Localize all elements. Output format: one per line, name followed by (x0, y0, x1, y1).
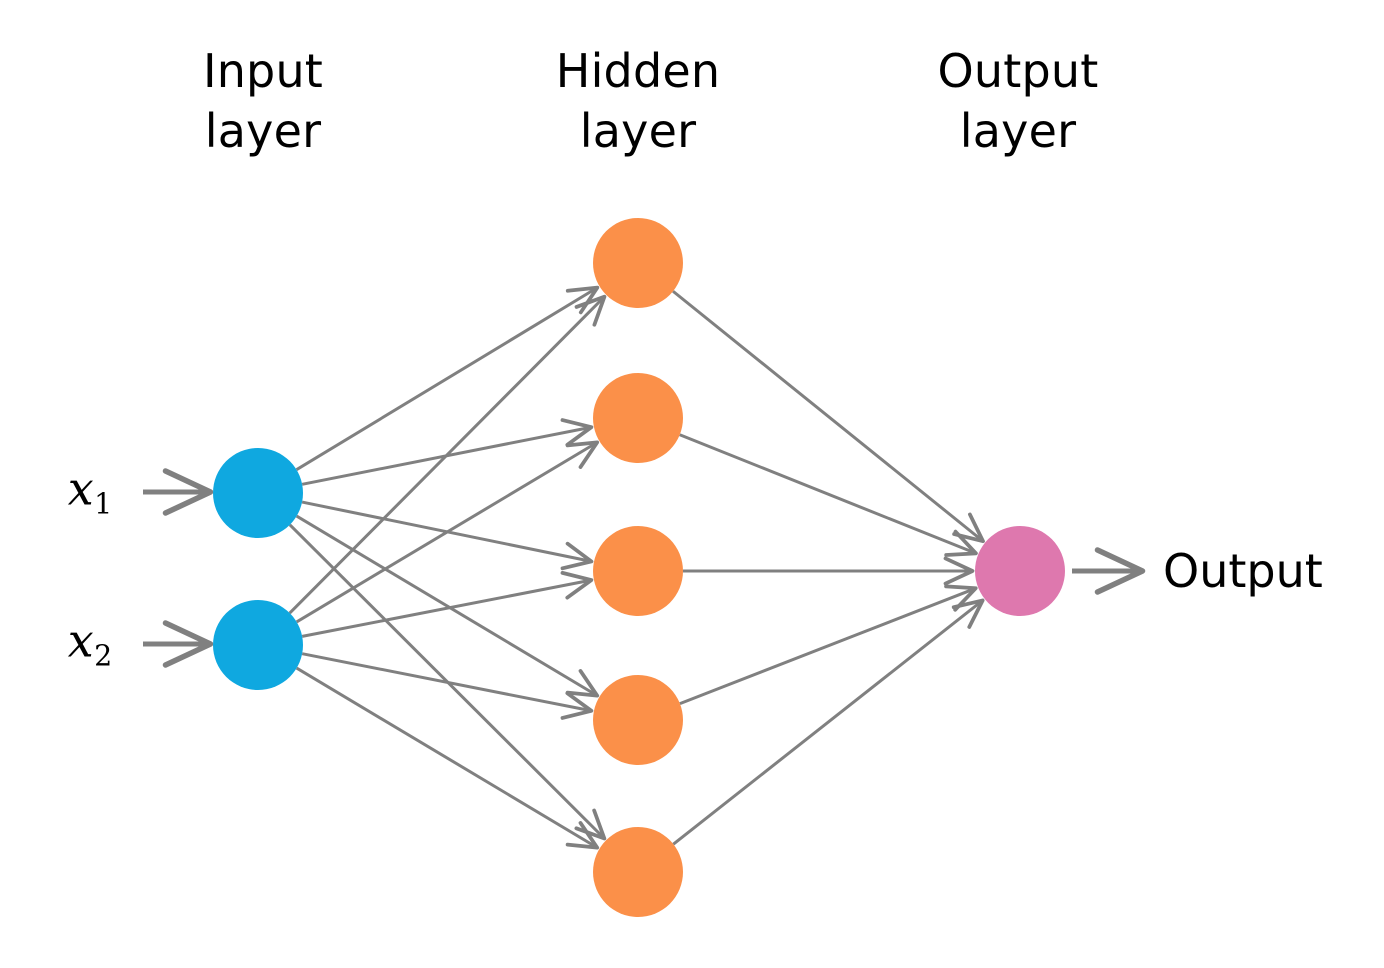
layer-title-hidden-line2: layer (579, 103, 697, 158)
edge-hidden4-output (679, 584, 978, 706)
edge-input2-hidden5 (295, 666, 600, 850)
layer-title-output-line1: Output (937, 44, 1099, 98)
layer-title-output-line2: layer (959, 103, 1077, 158)
input-label-x2-sub: 2 (94, 639, 113, 673)
io-arrows (143, 468, 1146, 668)
nodes (213, 218, 1065, 917)
input-label-x1-base: x (67, 461, 94, 516)
edges-hidden-to-output (672, 290, 985, 846)
edge-input2-hidden2 (295, 440, 600, 624)
layer-title-hidden: Hidden layer (556, 42, 720, 162)
edges-input-to-hidden (288, 285, 607, 850)
node-input-1[interactable] (213, 448, 303, 538)
edge-hidden2-output (679, 433, 978, 557)
node-output-1[interactable] (975, 526, 1065, 616)
layer-title-hidden-line1: Hidden (555, 44, 721, 98)
node-hidden-2[interactable] (593, 373, 683, 463)
input-label-x2-base: x (67, 613, 94, 668)
node-hidden-5[interactable] (593, 827, 683, 917)
layer-title-input: Input layer (203, 42, 323, 162)
edge-hidden1-output (672, 290, 985, 544)
edge-input2-hidden3 (301, 570, 594, 638)
layer-title-output: Output layer (938, 42, 1099, 162)
edge-input2-hidden1 (288, 294, 607, 615)
edge-input1-hidden4 (295, 514, 600, 698)
layer-title-input-line2: layer (204, 103, 322, 158)
node-input-2[interactable] (213, 600, 303, 690)
edge-input1-hidden1 (295, 285, 600, 471)
input-label-x1: x1 (68, 462, 113, 521)
node-hidden-3[interactable] (593, 526, 683, 616)
layer-title-input-line1: Input (202, 44, 324, 98)
node-hidden-1[interactable] (593, 218, 683, 308)
input-label-x1-sub: 1 (94, 487, 113, 521)
edge-hidden5-output (672, 598, 985, 846)
node-hidden-4[interactable] (593, 675, 683, 765)
input-label-x2: x2 (68, 614, 113, 673)
edge-input2-hidden4 (301, 652, 594, 720)
output-label: Output (1163, 544, 1323, 598)
